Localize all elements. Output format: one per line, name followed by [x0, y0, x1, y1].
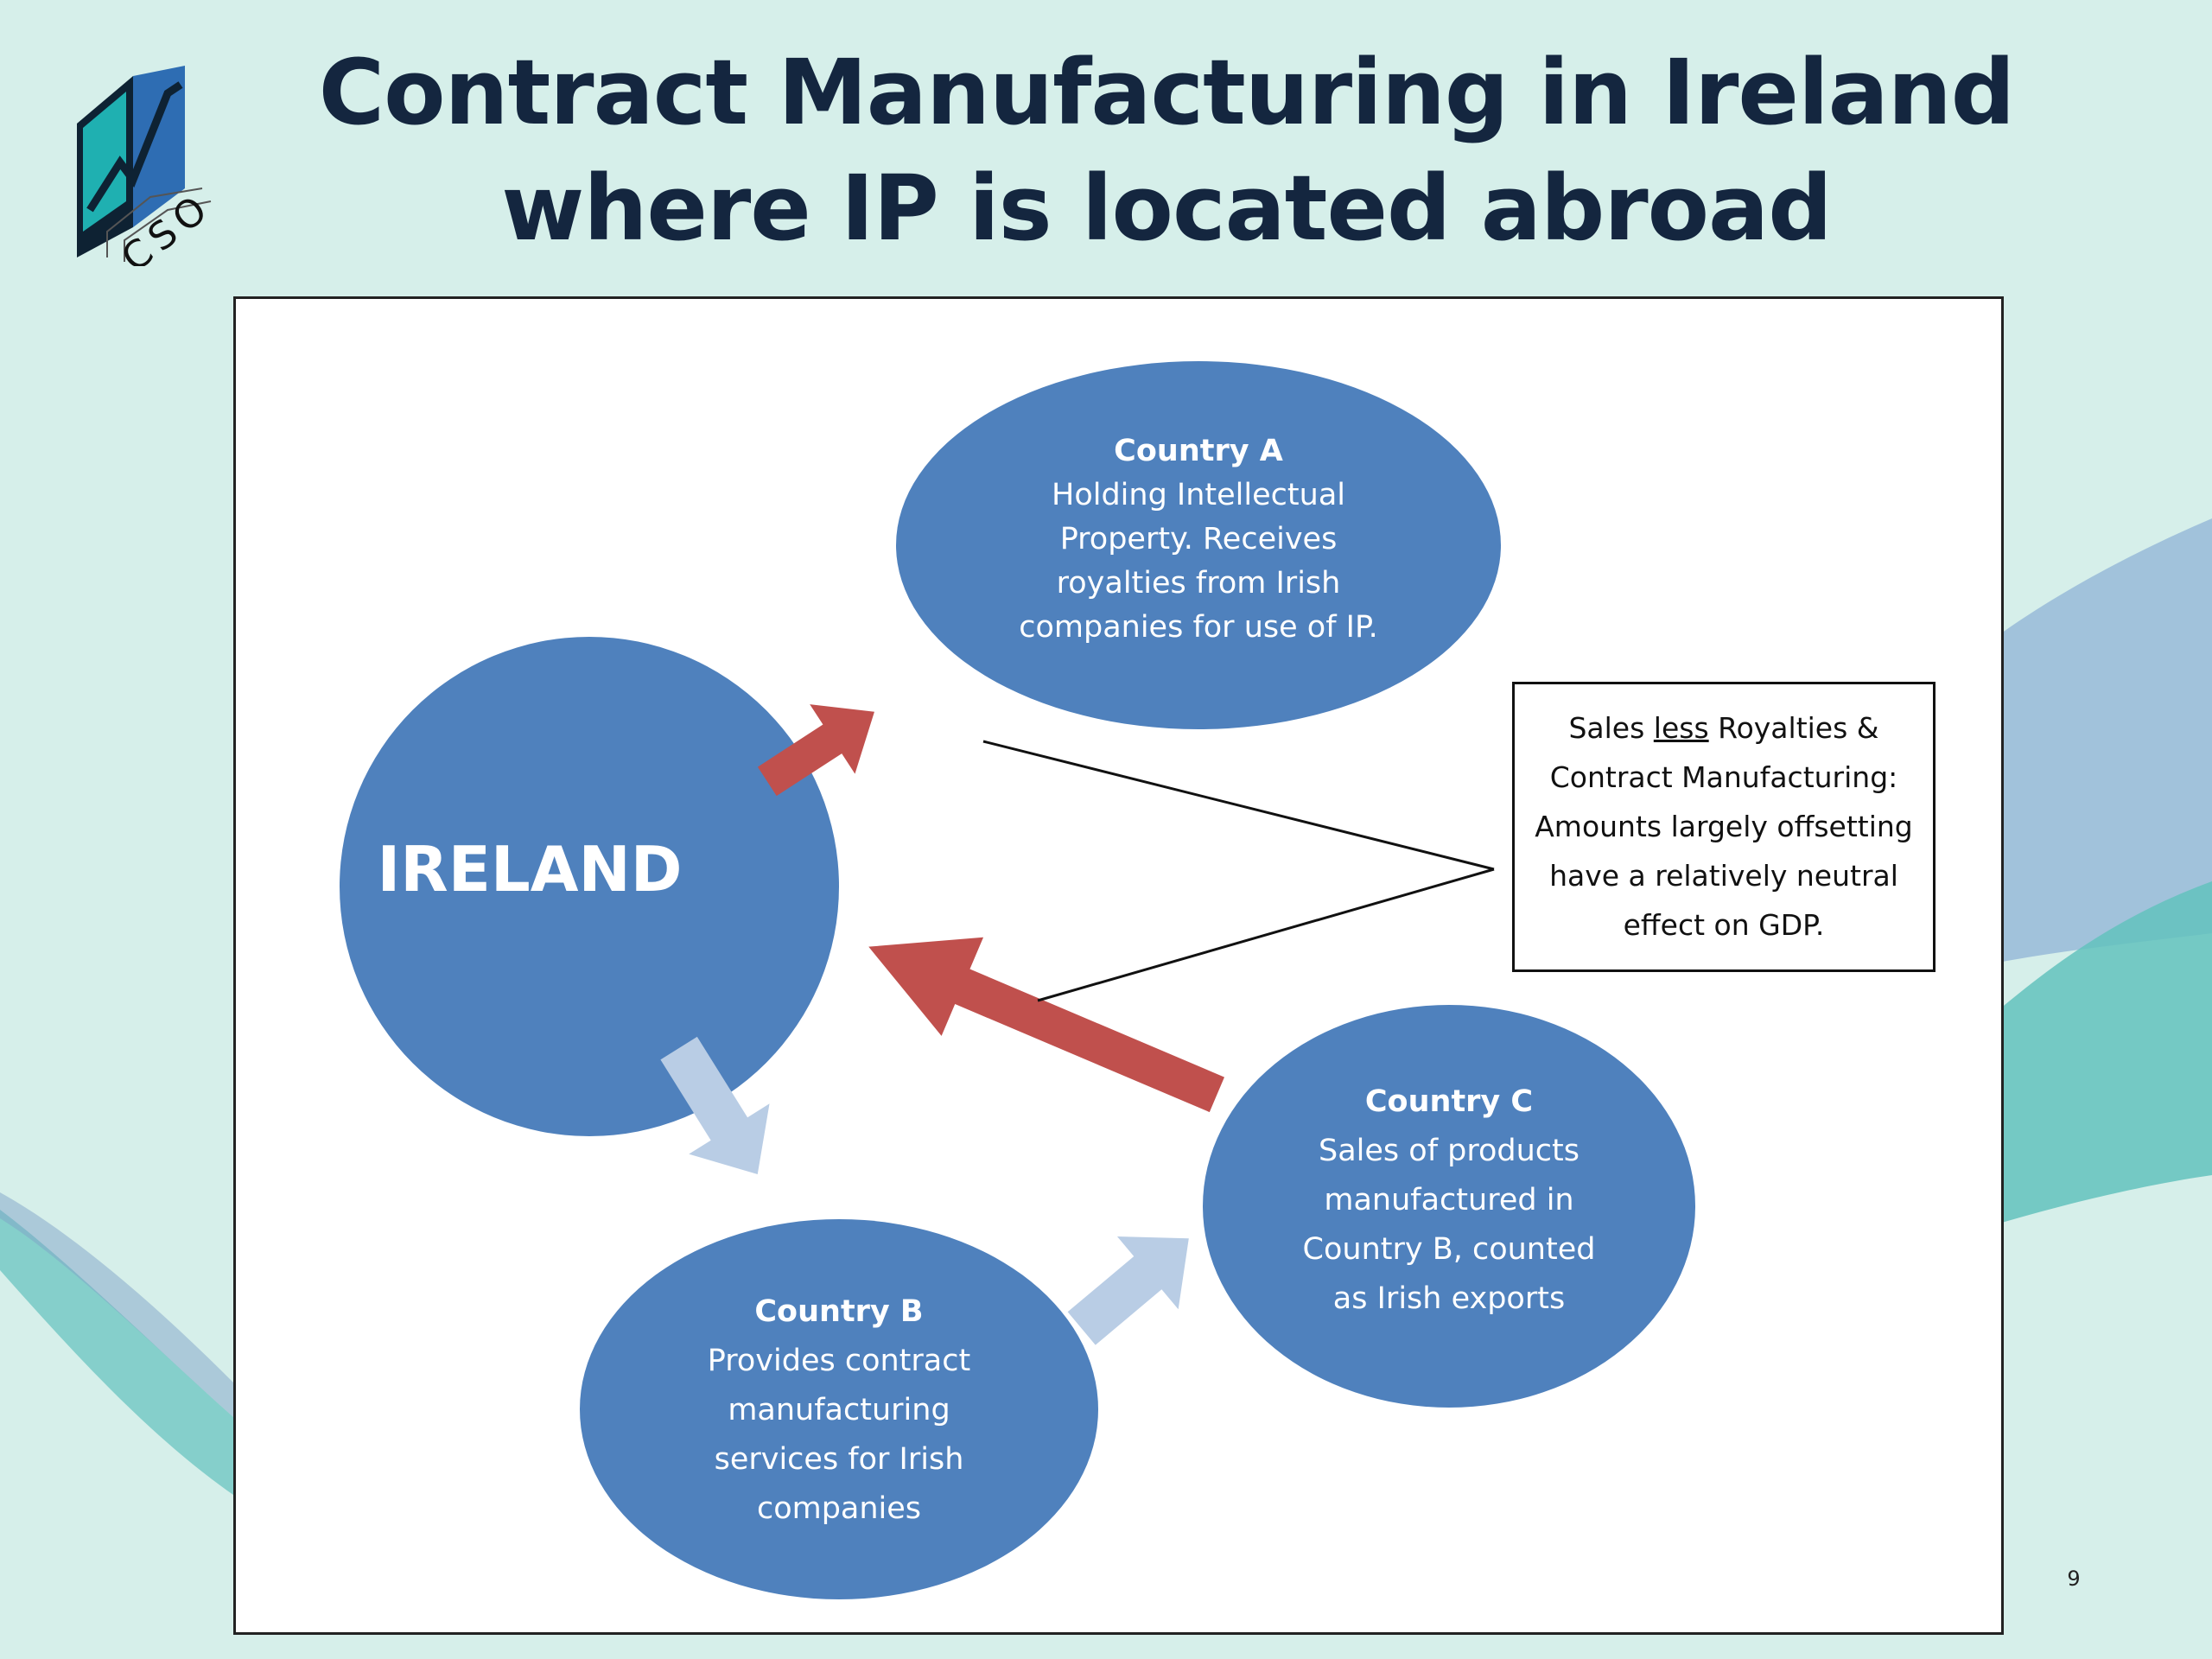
- logo-cube-face-blue: [133, 66, 185, 227]
- country-a-line: Property. Receives: [1059, 522, 1338, 556]
- country-c-text: Country C Sales of products manufactured…: [1242, 1077, 1656, 1324]
- slide-title-line1: Contract Manufacturing in Ireland: [318, 40, 2016, 145]
- country-b-line: services for Irish: [714, 1442, 964, 1477]
- page-number: 9: [2067, 1567, 2081, 1591]
- royalties-arrow: [757, 704, 874, 797]
- slide-title: Contract Manufacturing in Ireland where …: [259, 35, 2074, 266]
- note-line-3: Amounts largely offsetting: [1535, 810, 1913, 843]
- country-b-line: companies: [756, 1491, 922, 1526]
- ireland-node: [340, 637, 839, 1136]
- background-swoosh-teal: [1987, 881, 2212, 1227]
- ireland-label: IRELAND: [377, 833, 683, 906]
- note-connector-bottom: [1037, 868, 1495, 1002]
- country-c-heading: Country C: [1364, 1084, 1534, 1119]
- country-c-node: [1203, 1005, 1695, 1408]
- country-c-line: manufactured in: [1324, 1183, 1574, 1217]
- country-b-text: Country B Provides contract manufacturin…: [649, 1287, 1029, 1534]
- country-a-line: companies for use of IP.: [1019, 610, 1378, 645]
- background-swoosh-blue: [1970, 518, 2212, 968]
- country-a-line: royalties from Irish: [1056, 566, 1341, 601]
- diagram-frame: IRELAND Country A Holding Intellectual P…: [233, 296, 2004, 1635]
- background-swoosh-left-shadow: [0, 1192, 233, 1417]
- country-b-heading: Country B: [754, 1294, 924, 1329]
- note-line-1-pre: Sales: [1568, 711, 1654, 745]
- country-c-line: Sales of products: [1319, 1134, 1580, 1168]
- logo-cube-face-teal: [83, 92, 126, 232]
- flow-diagram: [340, 361, 1695, 1599]
- exports-arrow: [868, 937, 1225, 1113]
- country-c-line: as Irish exports: [1332, 1281, 1566, 1316]
- logo-zigzag: [86, 81, 183, 213]
- note-line-1-post: Royalties &: [1708, 711, 1879, 745]
- country-b-node: [580, 1219, 1098, 1599]
- cso-logo: CSO: [77, 66, 219, 266]
- note-line-2: Contract Manufacturing:: [1549, 760, 1898, 794]
- note-connector-top: [982, 740, 1495, 871]
- gdp-effect-note: Sales less Royalties & Contract Manufact…: [1512, 682, 1936, 972]
- country-b-to-country-c-arrow: [1067, 1236, 1189, 1345]
- note-line-4: have a relatively neutral: [1549, 859, 1898, 893]
- logo-steps: [106, 188, 212, 262]
- slide-title-line2: where IP is located abroad: [501, 156, 1832, 261]
- note-line-1: Sales less Royalties &: [1523, 703, 1924, 753]
- country-b-line: Provides contract: [707, 1344, 971, 1378]
- country-b-line: manufacturing: [728, 1393, 950, 1427]
- country-a-node: [896, 361, 1501, 729]
- note-less-underlined: less: [1653, 711, 1709, 745]
- country-a-line: Holding Intellectual: [1052, 478, 1345, 512]
- ireland-to-country-b-arrow: [660, 1036, 770, 1175]
- country-c-line: Country B, counted: [1302, 1232, 1596, 1267]
- country-a-text: Country A Holding Intellectual Property.…: [982, 429, 1414, 650]
- country-a-heading: Country A: [1114, 434, 1283, 468]
- note-line-5: effect on GDP.: [1623, 908, 1825, 942]
- background-swoosh-left: [0, 1210, 233, 1495]
